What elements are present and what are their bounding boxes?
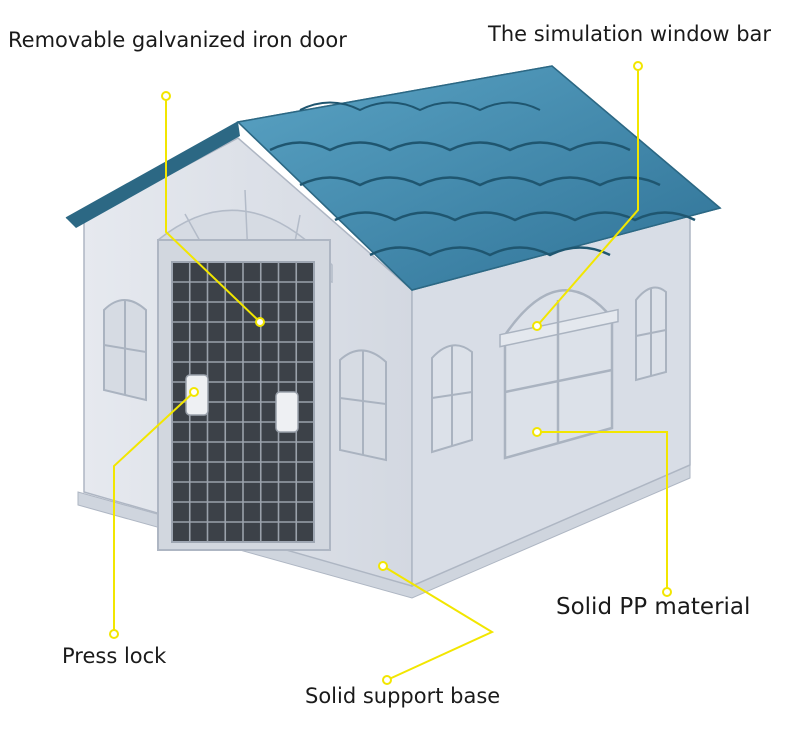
iron-door <box>157 239 331 551</box>
callout-dots <box>109 61 672 685</box>
side-window-small-right <box>635 286 667 382</box>
callout-lines <box>113 66 668 681</box>
roof <box>65 65 722 291</box>
callout-line-material <box>537 431 668 592</box>
simulation-window <box>499 289 619 460</box>
callout-label-door: Removable galvanized iron door <box>8 28 347 52</box>
callout-label-window: The simulation window bar <box>488 22 772 46</box>
callout-line-window <box>536 66 639 327</box>
callout-line-lock <box>113 391 195 634</box>
front-window-left <box>103 299 147 402</box>
front-window-right <box>339 349 387 462</box>
callout-label-material: Solid PP material <box>556 594 751 620</box>
callout-label-lock: Press lock <box>62 644 167 668</box>
press-lock-right <box>275 391 299 433</box>
side-window-small-left <box>431 344 473 454</box>
callout-line-base <box>382 565 495 681</box>
callout-line-door <box>165 96 261 323</box>
callout-label-base: Solid support base <box>305 684 501 708</box>
